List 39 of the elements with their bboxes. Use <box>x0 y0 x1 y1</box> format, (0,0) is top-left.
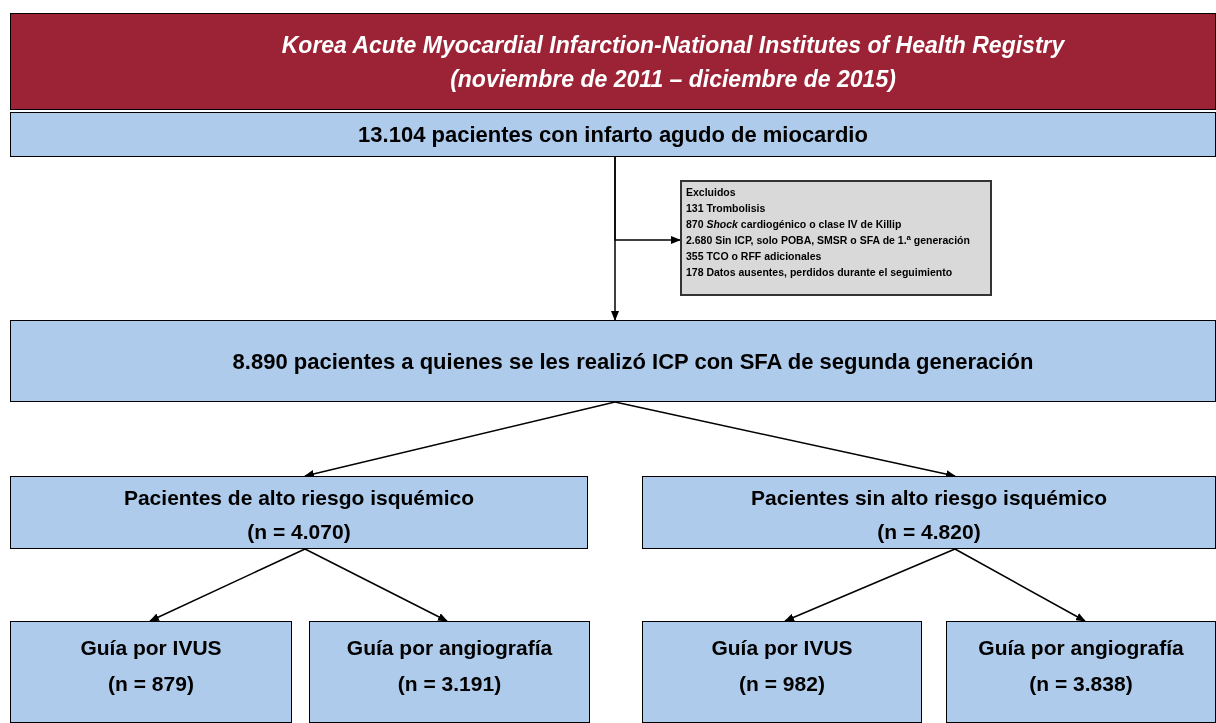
process-box <box>642 476 1216 549</box>
box-text: 13.104 pacientes con infarto agudo de miocardio <box>358 121 868 149</box>
arrow <box>954 548 1086 622</box>
exclusion-item: 870 Shock cardiogénico o clase IV de Killip <box>686 217 902 232</box>
process-box <box>10 621 292 723</box>
arrow <box>304 548 448 622</box>
box-text: Guía por angiografía <box>346 635 553 661</box>
box-text: Guía por angiografía <box>978 635 1184 661</box>
exclusion-item: 178 Datos ausentes, perdidos durante el seguimiento <box>686 265 953 280</box>
process-box <box>309 621 590 723</box>
process-box <box>10 320 1216 402</box>
exclusion-item: 355 TCO o RFF adicionales <box>686 249 822 264</box>
process-box <box>946 621 1216 723</box>
process-box <box>642 621 922 723</box>
box-text: Pacientes sin alto riesgo isquémico <box>751 485 1107 511</box>
title-banner <box>10 13 1216 110</box>
arrow <box>614 401 956 478</box>
box-text: Guía por IVUS <box>711 635 853 661</box>
box-text: (n = 4.820) <box>877 519 981 545</box>
box-text: (n = 3.838) <box>1029 671 1133 697</box>
box-text: (n = 982) <box>739 671 825 697</box>
box-text: 8.890 pacientes a quienes se les realizó ICP con SFA de segunda generación <box>232 347 1034 376</box>
box-text: (n = 4.070) <box>247 519 351 545</box>
process-box <box>10 476 588 549</box>
box-text: (n = 3.191) <box>397 671 502 697</box>
exclusion-item: 2.680 Sin ICP, solo POBA, SMSR o SFA de 1.$^{a}$ generación <box>686 232 970 248</box>
arrow <box>784 548 956 622</box>
box-text: Guía por IVUS <box>80 635 222 661</box>
box-text: (noviembre de 2011 – diciembre de 2015) <box>450 64 896 94</box>
arrow <box>304 401 616 478</box>
exclusion-box <box>680 180 992 296</box>
box-text: (n = 879) <box>108 671 194 697</box>
box-text: Pacientes de alto riesgo isquémico <box>123 485 475 511</box>
process-box <box>10 112 1216 157</box>
arrow <box>149 548 306 622</box>
arrow <box>614 156 681 244</box>
exclusion-item: 131 Trombolisis <box>686 201 766 216</box>
exclusion-heading: Excluidos <box>686 185 736 200</box>
box-text: Korea Acute Myocardial Infarction-National Institutes of Health Registry <box>281 30 1065 60</box>
